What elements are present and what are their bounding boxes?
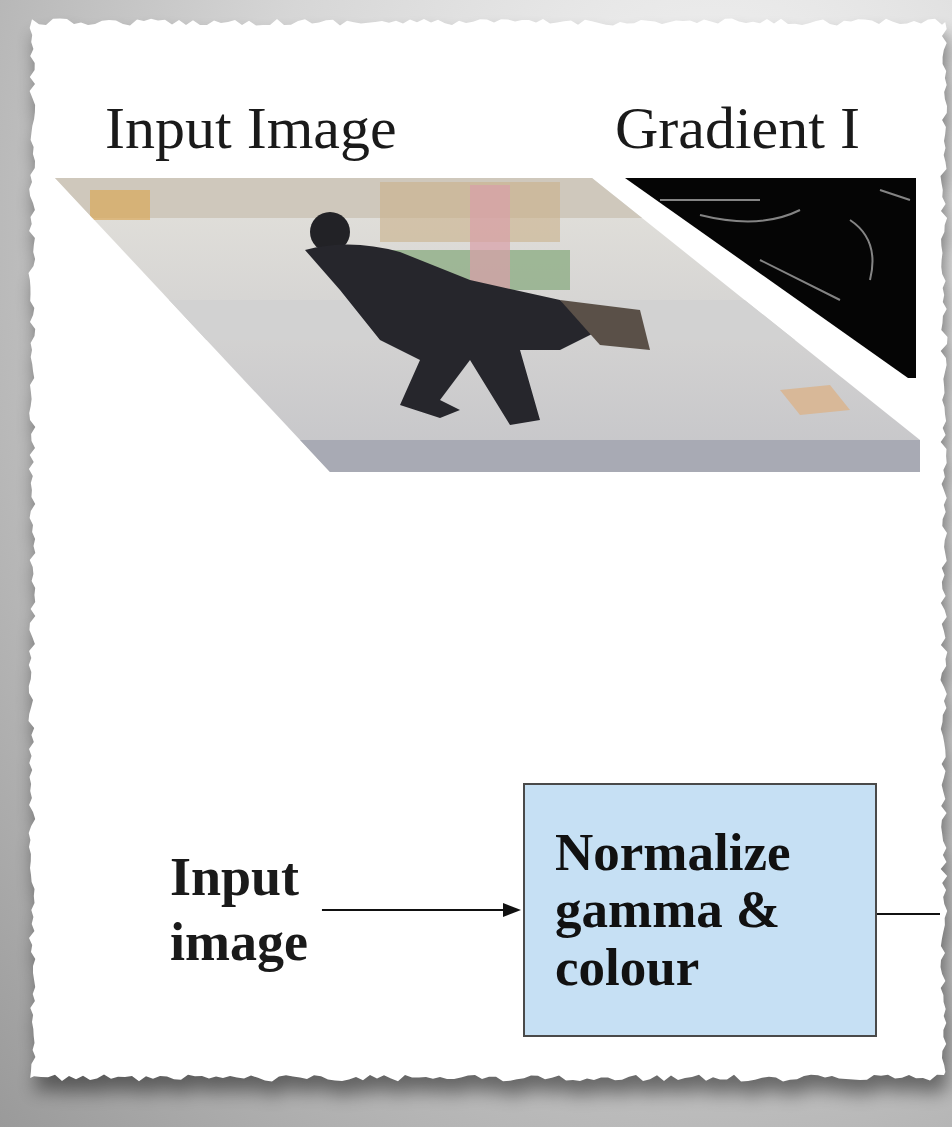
input-label: Input image xyxy=(170,845,420,975)
output-line xyxy=(877,913,940,915)
box-text: Normalize gamma & colour xyxy=(555,824,861,996)
image-heading: Input Image xyxy=(105,92,397,164)
process-box: Normalize gamma & colour xyxy=(523,783,877,1037)
input-arrow xyxy=(322,909,507,911)
image-heading: Gradient I xyxy=(615,92,860,164)
input-photo xyxy=(40,170,940,480)
torn-paper xyxy=(29,19,948,1082)
arrow-head xyxy=(503,903,521,917)
gradient-image xyxy=(620,175,920,385)
